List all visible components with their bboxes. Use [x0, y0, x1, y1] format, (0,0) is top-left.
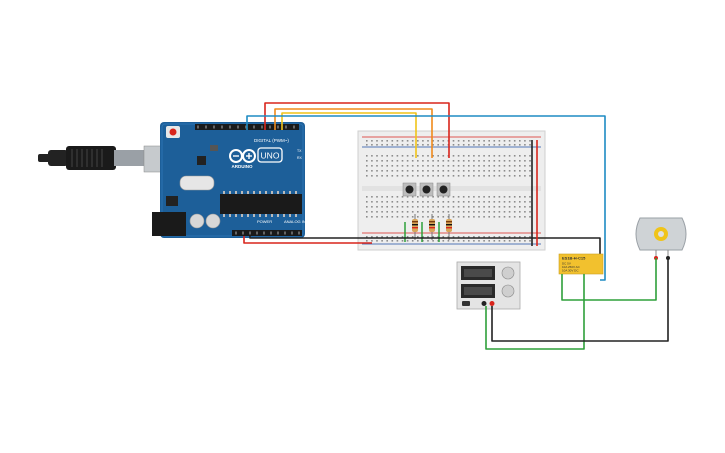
rx-label: RX	[297, 156, 303, 160]
board-model-label: UNO	[261, 151, 280, 161]
relay: ES1B-H-C15 DC 5V 10A 250V AC 10A 30V DC	[558, 253, 604, 275]
relay-dc-label: 10A 30V DC	[562, 269, 579, 273]
wire-supply-motor	[491, 258, 669, 342]
power-jack	[152, 212, 186, 236]
breadboard	[357, 130, 546, 251]
dc-motor	[635, 217, 687, 260]
wire-5v	[243, 236, 372, 244]
current-knob[interactable]	[501, 284, 515, 298]
relay-part-label: ES1B-H-C15	[562, 256, 586, 261]
crystal	[179, 175, 215, 191]
arduino-uno-board: DIGITAL (PWM~) UNO ARDUINO	[152, 122, 306, 238]
signal-wires	[246, 102, 606, 281]
board-brand-label: ARDUINO	[232, 164, 253, 169]
relay-coil-label: DC 5V	[562, 262, 571, 266]
pushbutton-1[interactable]	[402, 182, 417, 197]
resistors	[412, 214, 452, 240]
usb-cable	[38, 145, 165, 173]
analog-header-label: ANALOG IN	[284, 219, 306, 224]
resistor-2	[429, 214, 435, 240]
pushbutton-2[interactable]	[419, 182, 434, 197]
resistor-3	[446, 214, 452, 240]
atmega-chip	[220, 194, 302, 214]
pushbutton-3[interactable]	[436, 182, 451, 197]
wire-orange-top	[274, 108, 433, 158]
wire-gnd	[249, 236, 601, 255]
digital-header-label: DIGITAL (PWM~)	[254, 138, 289, 143]
dc-power-supply	[456, 261, 521, 310]
power-analog-header	[232, 230, 302, 236]
relay-ac-label: 10A 250V AC	[562, 265, 581, 269]
resistor-1	[412, 214, 418, 240]
wire-supply-relay	[485, 274, 585, 350]
wire-yellow-top	[281, 112, 417, 158]
tx-label: TX	[297, 149, 302, 153]
power-header-label: POWER	[257, 219, 272, 224]
voltage-knob[interactable]	[501, 266, 515, 280]
wire-blue-relay	[246, 115, 606, 281]
arduino-logo	[229, 149, 256, 163]
wire-relay-motor	[561, 258, 657, 301]
